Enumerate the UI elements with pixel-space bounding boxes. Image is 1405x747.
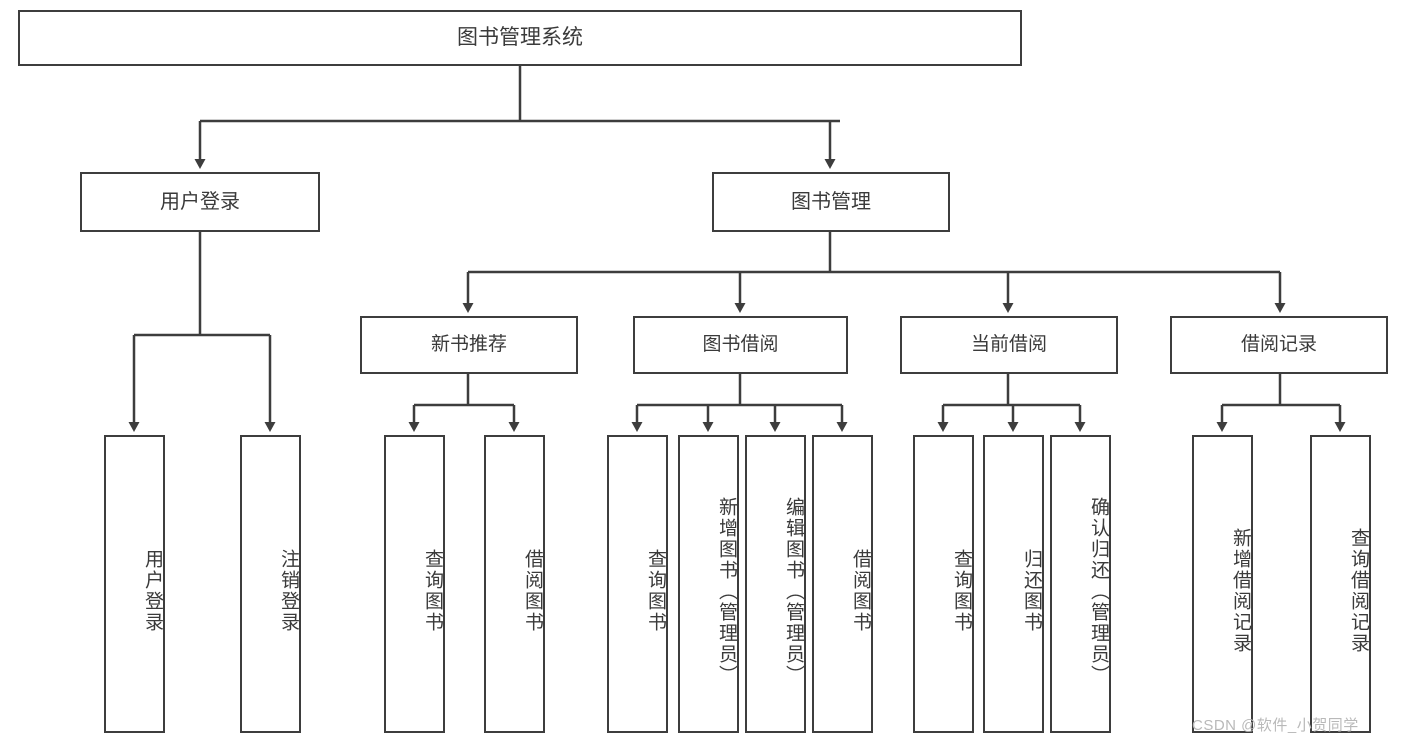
leaf-book-borrow-add[interactable]: 新增图书（管理员） — [678, 435, 739, 733]
node-new-book-recommend[interactable]: 新书推荐 — [360, 316, 578, 374]
node-label: 注销登录 — [278, 549, 299, 633]
leaf-new-book-borrow[interactable]: 借阅图书 — [484, 435, 545, 733]
node-label: 新书推荐 — [430, 334, 507, 356]
node-label: 归还图书 — [1021, 549, 1042, 633]
leaf-book-borrow-borrow[interactable]: 借阅图书 — [812, 435, 873, 733]
node-label: 借阅图书 — [850, 549, 871, 633]
leaf-user-login-login[interactable]: 用户登录 — [104, 435, 165, 733]
leaf-current-borrow-query[interactable]: 查询图书 — [913, 435, 974, 733]
leaf-borrow-record-query[interactable]: 查询借阅记录 — [1310, 435, 1371, 733]
node-borrow-record[interactable]: 借阅记录 — [1170, 316, 1388, 374]
node-label: 查询图书 — [951, 549, 972, 633]
leaf-book-borrow-edit[interactable]: 编辑图书（管理员） — [745, 435, 806, 733]
node-label: 图书管理 — [791, 190, 871, 213]
node-user-login[interactable]: 用户登录 — [80, 172, 320, 232]
watermark: CSDN @软件_小贺同学 — [1192, 717, 1359, 734]
node-label: 当前借阅 — [970, 334, 1047, 356]
node-label: 确认归还（管理员） — [1088, 496, 1109, 686]
node-book-borrow[interactable]: 图书借阅 — [633, 316, 848, 374]
node-label: 查询借阅记录 — [1348, 528, 1369, 654]
leaf-current-borrow-return[interactable]: 归还图书 — [983, 435, 1044, 733]
node-current-borrow[interactable]: 当前借阅 — [900, 316, 1118, 374]
leaf-current-borrow-confirm-return[interactable]: 确认归还（管理员） — [1050, 435, 1111, 733]
leaf-book-borrow-query[interactable]: 查询图书 — [607, 435, 668, 733]
node-book-management[interactable]: 图书管理 — [712, 172, 950, 232]
node-root-system[interactable]: 图书管理系统 — [18, 10, 1022, 66]
leaf-new-book-query[interactable]: 查询图书 — [384, 435, 445, 733]
leaf-user-login-logout[interactable]: 注销登录 — [240, 435, 301, 733]
node-label: 新增借阅记录 — [1230, 528, 1251, 654]
node-label: 图书管理系统 — [457, 25, 583, 49]
node-label: 查询图书 — [645, 549, 666, 633]
node-label: 编辑图书（管理员） — [783, 496, 804, 686]
node-label: 用户登录 — [160, 190, 240, 213]
node-label: 新增图书（管理员） — [716, 496, 737, 686]
node-label: 借阅记录 — [1240, 334, 1317, 356]
node-label: 借阅图书 — [522, 549, 543, 633]
leaf-borrow-record-add[interactable]: 新增借阅记录 — [1192, 435, 1253, 733]
node-label: 图书借阅 — [702, 334, 779, 356]
node-label: 用户登录 — [142, 549, 163, 633]
node-label: 查询图书 — [422, 549, 443, 633]
